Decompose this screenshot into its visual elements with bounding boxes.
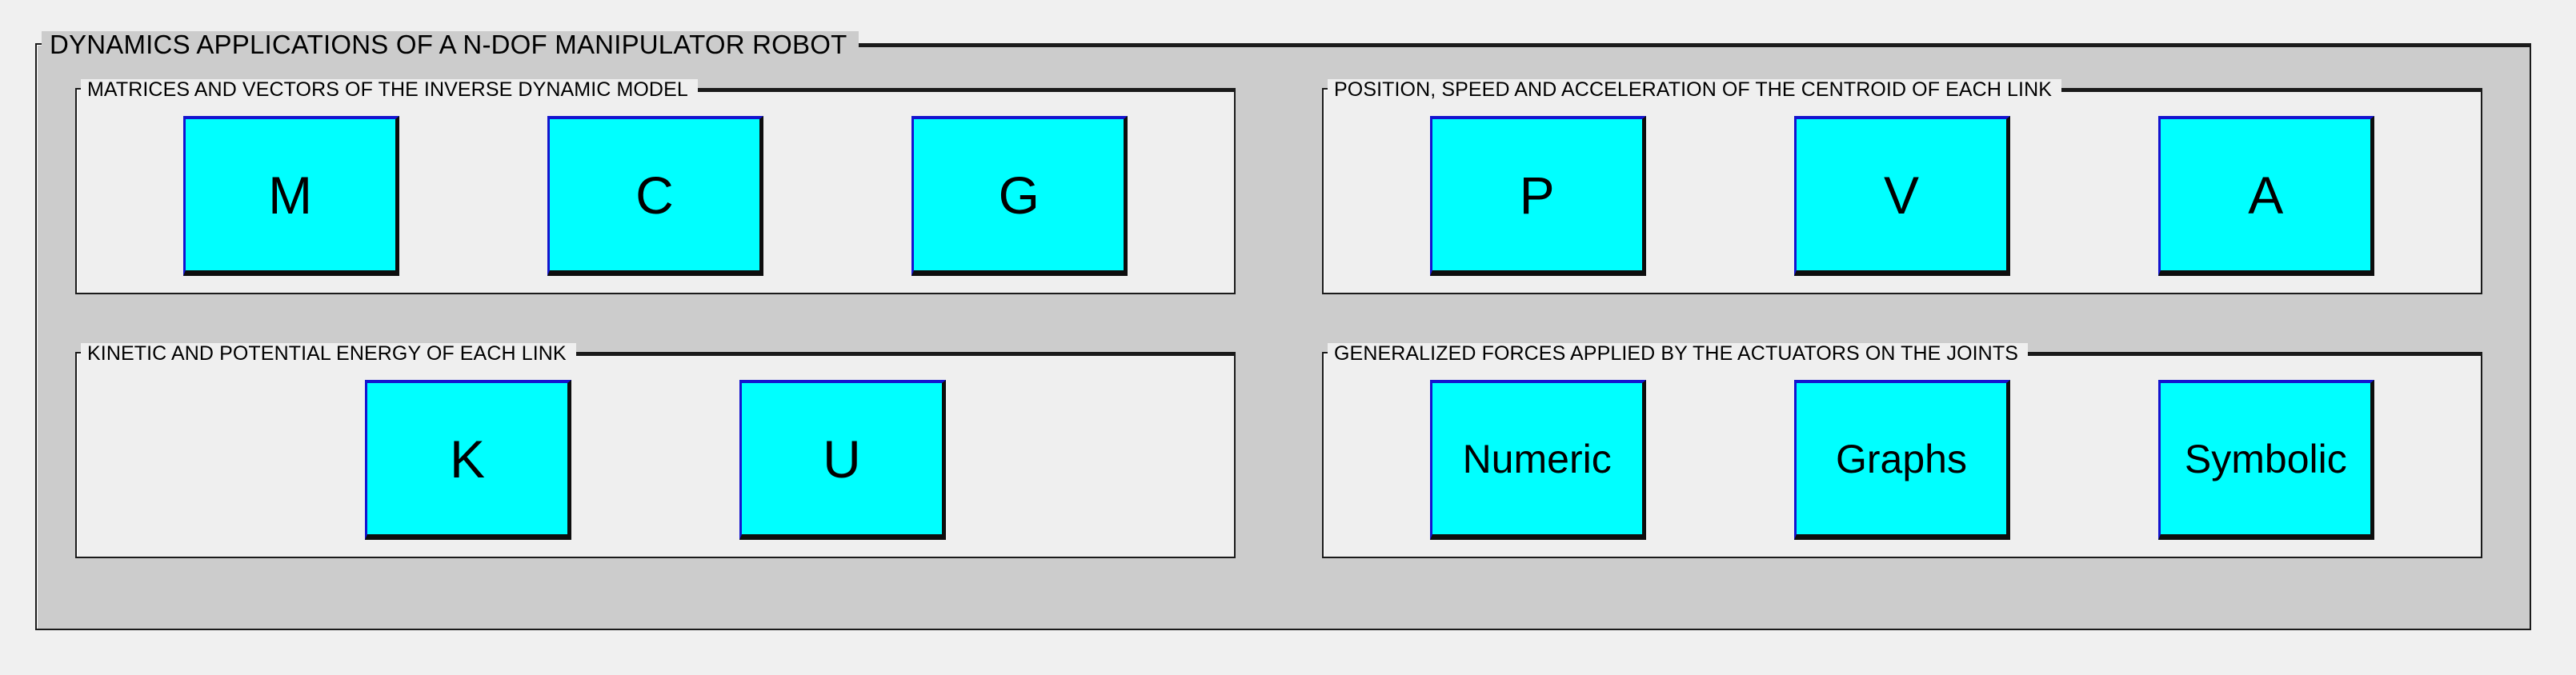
dynamics-applications-panel: DYNAMICS APPLICATIONS OF A N-DOF MANIPUL… [35, 31, 2531, 630]
generalized-forces-button-row: Numeric Graphs Symbolic [1324, 376, 2481, 544]
centroid-kinematics-title-row: POSITION, SPEED AND ACCELERATION OF THE … [1324, 78, 2481, 102]
link-energy-panel: KINETIC AND POTENTIAL ENERGY OF EACH LIN… [75, 343, 1236, 558]
inverse-dynamic-model-button-row: M C G [77, 112, 1234, 280]
inverse-dynamic-model-title-rule [697, 89, 1234, 92]
link-energy-button-row: K U [77, 376, 1234, 544]
generalized-forces-title-row: GENERALIZED FORCES APPLIED BY THE ACTUAT… [1324, 341, 2481, 365]
inverse-dynamic-model-panel: MATRICES AND VECTORS OF THE INVERSE DYNA… [75, 79, 1236, 294]
gravity-vector-button[interactable]: G [911, 116, 1128, 276]
link-energy-title: KINETIC AND POTENTIAL ENERGY OF EACH LIN… [81, 343, 576, 364]
link-energy-title-row: KINETIC AND POTENTIAL ENERGY OF EACH LIN… [77, 341, 1234, 365]
coriolis-matrix-button[interactable]: C [547, 116, 763, 276]
generalized-forces-title: GENERALIZED FORCES APPLIED BY THE ACTUAT… [1328, 343, 2028, 364]
generalized-forces-title-rule [2027, 353, 2481, 356]
mass-matrix-button[interactable]: M [182, 116, 399, 276]
generalized-forces-panel: GENERALIZED FORCES APPLIED BY THE ACTUAT… [1322, 343, 2482, 558]
graphs-button[interactable]: Graphs [1793, 380, 2010, 540]
inverse-dynamic-model-title: MATRICES AND VECTORS OF THE INVERSE DYNA… [81, 79, 698, 100]
centroid-kinematics-panel: POSITION, SPEED AND ACCELERATION OF THE … [1322, 79, 2482, 294]
centroid-kinematics-button-row: P V A [1324, 112, 2481, 280]
centroid-kinematics-title-rule [2061, 89, 2481, 92]
outer-panel-title: DYNAMICS APPLICATIONS OF A N-DOF MANIPUL… [42, 31, 859, 58]
outer-panel-title-row: DYNAMICS APPLICATIONS OF A N-DOF MANIPUL… [37, 29, 2530, 61]
link-energy-title-rule [575, 353, 1234, 356]
position-button[interactable]: P [1429, 116, 1646, 276]
numeric-button[interactable]: Numeric [1429, 380, 1646, 540]
centroid-kinematics-title: POSITION, SPEED AND ACCELERATION OF THE … [1328, 79, 2061, 100]
outer-panel-title-rule [858, 44, 2530, 47]
acceleration-button[interactable]: A [2158, 116, 2375, 276]
symbolic-button[interactable]: Symbolic [2158, 380, 2375, 540]
speed-button[interactable]: V [1793, 116, 2010, 276]
potential-energy-button[interactable]: U [739, 380, 946, 540]
kinetic-energy-button[interactable]: K [365, 380, 571, 540]
inverse-dynamic-model-title-row: MATRICES AND VECTORS OF THE INVERSE DYNA… [77, 78, 1234, 102]
